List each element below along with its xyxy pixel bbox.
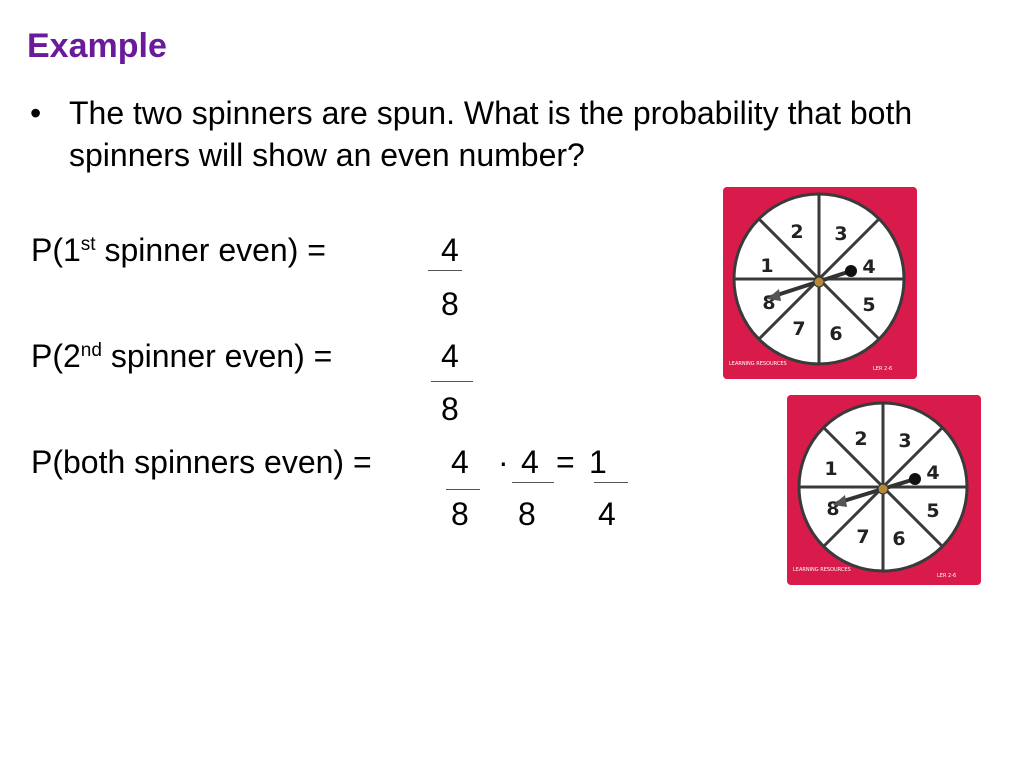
fraction-bar (446, 489, 480, 490)
fraction-numerator: 4 (441, 232, 459, 268)
spinner-number: 6 (892, 528, 905, 550)
bullet-marker: • (30, 95, 42, 131)
equation-suffix: spinner even) = (101, 338, 333, 374)
fraction-denominator: 8 (441, 391, 459, 427)
equation-first-spinner: P(1st spinner even) = (31, 230, 326, 270)
ordinal-superscript: nd (80, 340, 102, 361)
spinner-number: 4 (862, 256, 875, 278)
equation-prefix: P(1 (31, 232, 81, 268)
fraction-denominator: 8 (451, 496, 469, 532)
equation-prefix: P(2 (31, 338, 81, 374)
spinner-number: 5 (862, 294, 875, 316)
fraction-numerator: 1 (589, 444, 607, 480)
spinner-image: 1 2 3 4 5 6 7 8 LEARNING RESOURCES LER 2… (723, 187, 917, 379)
fraction-numerator: 4 (521, 444, 539, 480)
bullet-question: The two spinners are spun. What is the p… (69, 95, 913, 173)
slide-title: Example (27, 27, 167, 65)
spinner-code: LER 2-6 (937, 573, 956, 579)
equation-both-spinners: P(both spinners even) = (31, 442, 372, 482)
spinner-number: 7 (792, 318, 805, 340)
spinner-arrow-icon (833, 473, 921, 507)
spinner-number: 5 (926, 500, 939, 522)
fraction-denominator: 8 (518, 496, 536, 532)
equation-label: P(both spinners even) = (31, 444, 372, 480)
spinner-brand: LEARNING RESOURCES (729, 361, 787, 367)
fraction-numerator: 4 (441, 338, 459, 374)
equation-suffix: spinner even) = (95, 232, 326, 268)
multiply-dot: · (498, 444, 509, 480)
equation-second-spinner: P(2nd spinner even) = (31, 336, 332, 376)
spinner-number: 4 (926, 462, 939, 484)
spinner-number: 1 (824, 458, 837, 480)
fraction-denominator: 4 (598, 496, 616, 532)
fraction-denominator: 8 (441, 286, 459, 322)
ordinal-superscript: st (80, 234, 96, 255)
fraction-bar (512, 482, 554, 483)
spinner-number: 1 (760, 255, 773, 277)
equals-sign: = (556, 444, 575, 480)
spinner-code: LER 2-6 (873, 366, 892, 372)
spinner-number: 6 (829, 323, 842, 345)
fraction-numerator: 4 (451, 444, 469, 480)
spinner-arrow-icon (767, 265, 857, 301)
spinner-image: 1 2 3 4 5 6 7 8 LEARNING RESOURCES LER 2… (787, 395, 981, 585)
spinner-number: 2 (790, 221, 803, 243)
spinner-brand: LEARNING RESOURCES (793, 567, 851, 573)
spinner-number: 3 (898, 430, 911, 452)
fraction-bar (594, 482, 628, 483)
spinner-number: 3 (834, 223, 847, 245)
spinner-number: 7 (856, 526, 869, 548)
fraction-bar (431, 381, 473, 382)
spinner-number: 2 (854, 428, 867, 450)
fraction-bar (428, 270, 462, 271)
